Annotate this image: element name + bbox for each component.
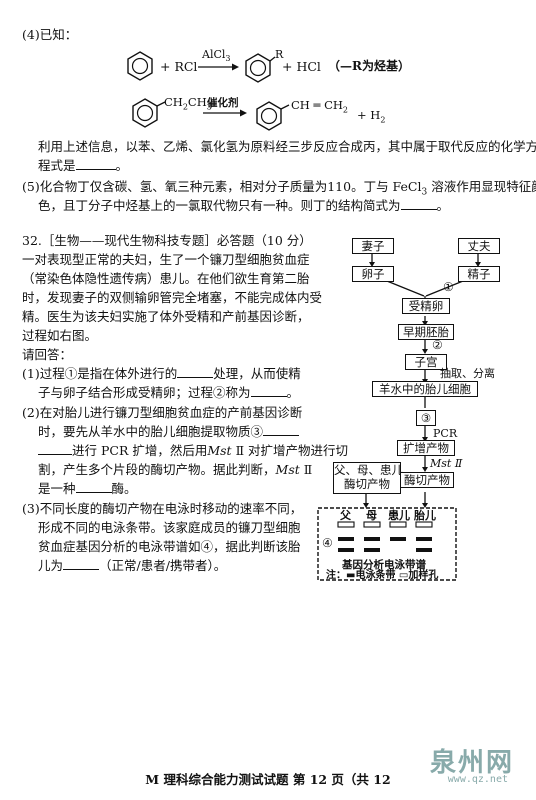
pcr-label: PCR bbox=[433, 427, 458, 440]
husband-box: 丈夫 bbox=[458, 238, 500, 254]
lane-label-fetus: 胎儿 bbox=[414, 509, 436, 522]
q5-line2: 色，且丁分子中烃基上的一氯取代物只有一种。则丁的结构简式为。 bbox=[38, 197, 450, 213]
answer-blank[interactable] bbox=[75, 157, 116, 170]
q32-ask: 请回答： bbox=[22, 347, 73, 362]
step4-label: ④ bbox=[322, 536, 333, 550]
answer-blank[interactable] bbox=[250, 384, 287, 397]
reaction1-reagent: + RCl bbox=[160, 59, 198, 74]
reaction2-catalyst: 催化剂 bbox=[207, 97, 239, 109]
q32-a2-line2: 时，要先从羊水中的胎儿细胞提取物质③ bbox=[38, 423, 300, 440]
lane-label-father: 父 bbox=[340, 509, 351, 522]
watermark-logo: 泉州网 bbox=[429, 748, 514, 778]
q32-a3-line1: (3)不同长度的酶切产物在电泳时移动的速率不同， bbox=[22, 501, 303, 516]
answer-blank[interactable] bbox=[263, 423, 300, 436]
fetus-products-box: 酶切产物 bbox=[400, 472, 454, 488]
q32-a2-line5: 是一种酶。 bbox=[38, 480, 137, 496]
lane-label-patient: 患儿 bbox=[388, 509, 410, 522]
embryo-box: 早期胚胎 bbox=[398, 324, 454, 340]
reaction2-hydrogen: + H2 bbox=[357, 108, 386, 125]
lane-label-mother: 母 bbox=[366, 509, 377, 522]
answer-blank[interactable] bbox=[177, 365, 214, 378]
uterus-box: 子宫 bbox=[405, 354, 447, 370]
gel-caption: 基因分析电泳带谱 bbox=[342, 559, 426, 571]
mst-label: Mst Ⅱ bbox=[430, 457, 463, 470]
step1-label: ① bbox=[443, 280, 454, 294]
amplified-box: 扩增产物 bbox=[397, 440, 455, 456]
q32-a2-line4: 割，产生多个片段的酶切产物。据此判断，Mst Ⅱ bbox=[38, 462, 313, 477]
q32-a3-line2: 形成不同的电泳条带。该家庭成员的镰刀型细胞 bbox=[38, 520, 301, 535]
q32-a1-line2: 子与卵子结合形成受精卵；过程②称为。 bbox=[38, 384, 300, 400]
answer-blank[interactable] bbox=[400, 197, 437, 210]
q32-a1-line1: (1)过程①是指在体外进行的处理，从而使精 bbox=[22, 365, 301, 381]
fetal-cells-box: 羊水中的胎儿细胞 bbox=[372, 381, 478, 397]
styrene-ring-icon bbox=[256, 101, 290, 131]
page-footer: M 理科综合能力测试试题 第 12 页（共 12 bbox=[145, 772, 391, 787]
reaction1-hcl: + HCl bbox=[282, 59, 321, 74]
q32-a3-line3: 贫血症基因分析的电泳带谱如④，据此判断该胎 bbox=[38, 539, 301, 554]
q32-a3-line4: 儿为（正常/患者/携带者）。 bbox=[38, 557, 227, 573]
q32-para-line: 精。医生为该夫妇实施了体外受精和产前基因诊断， bbox=[22, 309, 310, 324]
reaction1-r-group: R bbox=[275, 48, 284, 61]
reaction2-ethyl: CH2CH3 bbox=[164, 95, 212, 112]
extract-label: 抽取、分离 bbox=[440, 367, 495, 380]
q32-para-line: （常染色体隐性遗传病）患儿。在他们欲生育第二胎 bbox=[22, 271, 310, 286]
zygote-box: 受精卵 bbox=[402, 298, 450, 314]
watermark-url: www.qz.net bbox=[447, 774, 508, 785]
family-products-line1: 父、母、患儿 bbox=[334, 463, 403, 477]
step3-box: ③ bbox=[416, 410, 436, 426]
sample-wells bbox=[337, 521, 433, 528]
ethylbenzene-ring-icon bbox=[132, 98, 166, 128]
family-products-box: 父、母、患儿 酶切产物 bbox=[333, 462, 403, 494]
q4-text-line2: 程式是。 bbox=[38, 157, 129, 173]
alkylbenzene-ring-icon bbox=[245, 53, 276, 83]
answer-blank[interactable] bbox=[75, 480, 112, 493]
sperm-box: 精子 bbox=[458, 266, 500, 282]
wife-box: 妻子 bbox=[352, 238, 394, 254]
gel-legend: 注：▬电泳条带 ▭加样孔 bbox=[326, 570, 439, 581]
answer-blank[interactable] bbox=[38, 442, 72, 455]
answer-blank[interactable] bbox=[63, 557, 100, 570]
reaction1-catalyst: AlCl3 bbox=[202, 48, 231, 64]
q32-a2-line1: (2)在对胎儿进行镰刀型细胞贫血症的产前基因诊断 bbox=[22, 405, 303, 420]
step2-label: ② bbox=[432, 338, 443, 352]
reaction1-note: （—R为烃基） bbox=[328, 59, 410, 73]
q4-text-line1: 利用上述信息，以苯、乙烯、氯化氢为原料经三步反应合成丙，其中属于取代反应的化学方 bbox=[38, 139, 536, 154]
q32-header: 32.［生物——现代生物科技专题］必答题（10 分） bbox=[22, 233, 312, 248]
q32-a2-line3: 进行 PCR 扩增，然后用Mst Ⅱ 对扩增产物进行切 bbox=[38, 442, 348, 459]
q5-line1: (5)化合物丁仅含碳、氢、氧三种元素，相对分子质量为110。丁与 FeCl3 溶… bbox=[22, 179, 536, 198]
q32-para-line: 时，发现妻子的双侧输卵管完全堵塞，不能完成体内受 bbox=[22, 290, 323, 305]
q32-para-line: 一对表现型正常的夫妇，生了一个镰刀型细胞贫血症 bbox=[22, 252, 310, 267]
q4-given: (4)已知： bbox=[22, 27, 78, 42]
gel-bands bbox=[338, 537, 432, 552]
egg-box: 卵子 bbox=[352, 266, 394, 282]
electrophoresis-panel bbox=[317, 507, 457, 581]
q32-para-line: 过程如右图。 bbox=[22, 328, 98, 343]
reaction2-vinyl: CH ═ CH2 bbox=[291, 98, 348, 115]
benzene-ring-icon bbox=[127, 51, 153, 81]
family-products-line2: 酶切产物 bbox=[344, 477, 390, 491]
